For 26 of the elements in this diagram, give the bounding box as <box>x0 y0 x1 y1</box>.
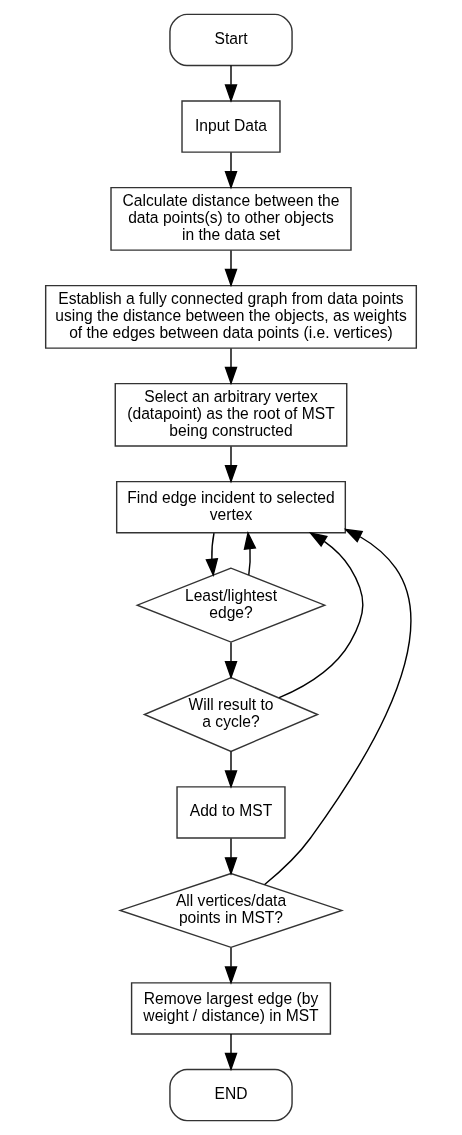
arrow <box>224 641 238 680</box>
arrow <box>263 528 412 886</box>
arrow <box>224 347 238 386</box>
node-box: Select an arbitrary vertex (datapoint) as the root of MST being constructed <box>114 382 348 447</box>
arrow <box>224 1033 238 1072</box>
node-diamond: Least/lightest edge? <box>135 567 327 643</box>
node-box: Calculate distance between the data points(s) to other objects in the data set <box>110 186 352 251</box>
arrow <box>224 64 238 103</box>
node-box: END <box>169 1068 293 1122</box>
arrow <box>278 531 364 699</box>
arrow <box>243 530 257 576</box>
node-box: Start <box>169 13 293 67</box>
arrow <box>205 532 219 578</box>
arrow <box>224 151 238 190</box>
arrow <box>224 947 238 985</box>
node-box: Find edge incident to selected vertex <box>115 480 347 534</box>
node-diamond: All vertices/data points in MST? <box>118 872 344 949</box>
node-box: Remove largest edge (by weight / distance) in MST <box>130 982 332 1035</box>
node-box: Add to MST <box>176 786 286 839</box>
arrow <box>224 751 238 789</box>
node-box: Establish a fully connected graph from data points using the distance between the objects, as weights of the edges between data points (i.e. vertices) <box>44 284 418 349</box>
arrow <box>224 837 238 876</box>
node-box: Input Data <box>181 100 281 153</box>
arrow <box>224 249 238 288</box>
node-diamond: Will result to a cycle? <box>142 676 320 753</box>
arrow <box>224 445 238 484</box>
